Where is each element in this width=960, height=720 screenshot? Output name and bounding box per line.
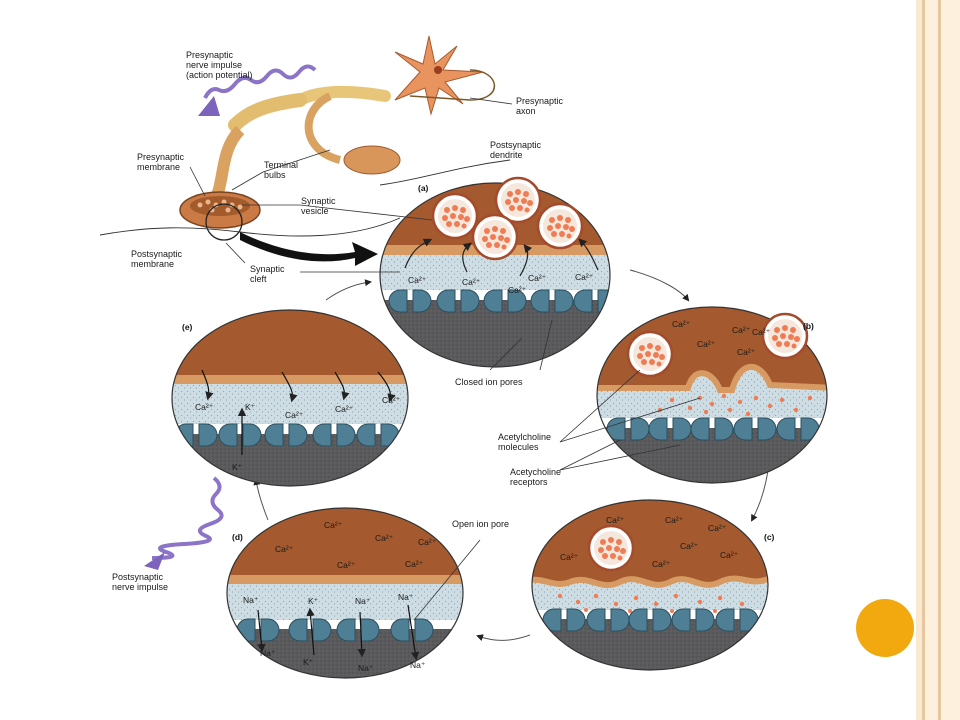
presynaptic-impulse-label: nerve impulse xyxy=(186,60,242,70)
postsynaptic-impulse-label: Postsynaptic xyxy=(112,572,164,582)
ion-label: Ca²⁺ xyxy=(335,404,354,414)
ion-label: Na⁺ xyxy=(355,596,371,606)
ion-label: Ca²⁺ xyxy=(275,544,294,554)
ion-label: K⁺ xyxy=(303,657,314,667)
ion-label: Ca²⁺ xyxy=(337,560,356,570)
presynaptic-membrane-label: Presynaptic xyxy=(137,152,185,162)
ion-label: Ca²⁺ xyxy=(665,515,684,525)
neuron-illustration xyxy=(99,35,511,266)
ion-label: Ca²⁺ xyxy=(418,537,437,547)
ion-label: Ca²⁺ xyxy=(528,273,547,283)
ion-label: Ca²⁺ xyxy=(408,275,427,285)
ion-label: Ca²⁺ xyxy=(560,552,579,562)
ion-label: Ca²⁺ xyxy=(375,533,394,543)
ion-label: Ca²⁺ xyxy=(195,402,214,412)
ion-label: Ca²⁺ xyxy=(732,325,751,335)
terminal-bulbs-label: bulbs xyxy=(264,170,286,180)
ion-label: Na⁺ xyxy=(260,648,276,658)
postsynaptic-dendrite-label: dendrite xyxy=(490,150,523,160)
synaptic-vesicle-label: vesicle xyxy=(301,206,329,216)
ion-label: Ca²⁺ xyxy=(708,523,727,533)
border-stripe xyxy=(925,0,938,720)
ion-label: Ca²⁺ xyxy=(672,319,691,329)
panel-a: (a) Ca²⁺ Ca²⁺ Ca²⁺ Ca²⁺ Ca²⁺ xyxy=(379,176,611,368)
border-stripe xyxy=(941,0,960,720)
ion-label: K⁺ xyxy=(308,596,319,606)
presynaptic-axon-label: axon xyxy=(516,106,536,116)
labels: Presynaptic nerve impulse (action potent… xyxy=(112,50,564,592)
ion-label: Ca²⁺ xyxy=(462,277,481,287)
ion-label: Ca²⁺ xyxy=(575,272,594,282)
panel-d: (d) Ca²⁺ Ca²⁺ Ca²⁺ Ca²⁺ Ca²⁺ Ca²⁺ Na⁺ K⁺… xyxy=(226,507,464,679)
ion-label: Ca²⁺ xyxy=(737,347,756,357)
ion-label: Ca²⁺ xyxy=(680,541,699,551)
ion-label: Ca²⁺ xyxy=(405,559,424,569)
ion-label: Na⁺ xyxy=(410,660,426,670)
panel-letter: (b) xyxy=(803,321,814,331)
ion-label: Ca²⁺ xyxy=(382,395,401,405)
ion-label: Na⁺ xyxy=(398,592,414,602)
panel-letter: (e) xyxy=(182,322,193,332)
ion-label: Ca²⁺ xyxy=(720,550,739,560)
ion-label: K⁺ xyxy=(232,462,243,472)
ion-label: Ca²⁺ xyxy=(652,559,671,569)
open-ion-pore-label: Open ion pore xyxy=(452,519,509,529)
synaptic-cleft-label: Synaptic xyxy=(250,264,285,274)
ion-label: Ca²⁺ xyxy=(752,327,771,337)
slide-accent-dot xyxy=(856,599,914,657)
panel-letter: (a) xyxy=(418,183,429,193)
ion-label: Na⁺ xyxy=(358,663,374,673)
presynaptic-membrane-label: membrane xyxy=(137,162,180,172)
postsynaptic-membrane-label: membrane xyxy=(131,259,174,269)
postsynaptic-membrane-label: Postsynaptic xyxy=(131,249,183,259)
cycle-arrows xyxy=(253,269,769,641)
ion-label: Ca²⁺ xyxy=(697,339,716,349)
postsynaptic-dendrite-label: Postsynaptic xyxy=(490,140,542,150)
ion-label: Ca²⁺ xyxy=(285,410,304,420)
border-stripe xyxy=(916,0,922,720)
ion-label: Ca²⁺ xyxy=(508,285,527,295)
border-stripe xyxy=(938,0,941,720)
ion-label: Ca²⁺ xyxy=(606,515,625,525)
panel-letter: (d) xyxy=(232,532,243,542)
acetycholine-receptors-label: receptors xyxy=(510,477,548,487)
border-stripe xyxy=(922,0,925,720)
impulse-arrowhead-top xyxy=(198,96,220,116)
leader-lines xyxy=(189,97,701,621)
synaptic-vesicle-label: Synaptic xyxy=(301,196,336,206)
acetylcholine-molecules-label: molecules xyxy=(498,442,539,452)
presynaptic-axon-label: Presynaptic xyxy=(516,96,564,106)
ion-label: Ca²⁺ xyxy=(324,520,343,530)
panel-c: (c) Ca²⁺ Ca²⁺ Ca²⁺ Ca²⁺ Ca²⁺ Ca²⁺ Ca²⁺ xyxy=(531,499,775,671)
closed-ion-pores-label: Closed ion pores xyxy=(455,377,523,387)
terminal-bulbs-label: Terminal xyxy=(264,160,298,170)
postsynaptic-impulse-label: nerve impulse xyxy=(112,582,168,592)
synaptic-cleft-label: cleft xyxy=(250,274,267,284)
ion-label: K⁺ xyxy=(245,402,256,412)
panel-b: (b) Ca²⁺ Ca²⁺ Ca²⁺ Ca²⁺ Ca²⁺ xyxy=(596,306,828,484)
ion-label: Na⁺ xyxy=(243,595,259,605)
acetycholine-receptors-label: Acetycholine xyxy=(510,467,561,477)
presynaptic-impulse-label: Presynaptic xyxy=(186,50,234,60)
presynaptic-impulse-label: (action potential) xyxy=(186,70,253,80)
panel-letter: (c) xyxy=(764,532,775,542)
acetylcholine-molecules-label: Acetylcholine xyxy=(498,432,551,442)
